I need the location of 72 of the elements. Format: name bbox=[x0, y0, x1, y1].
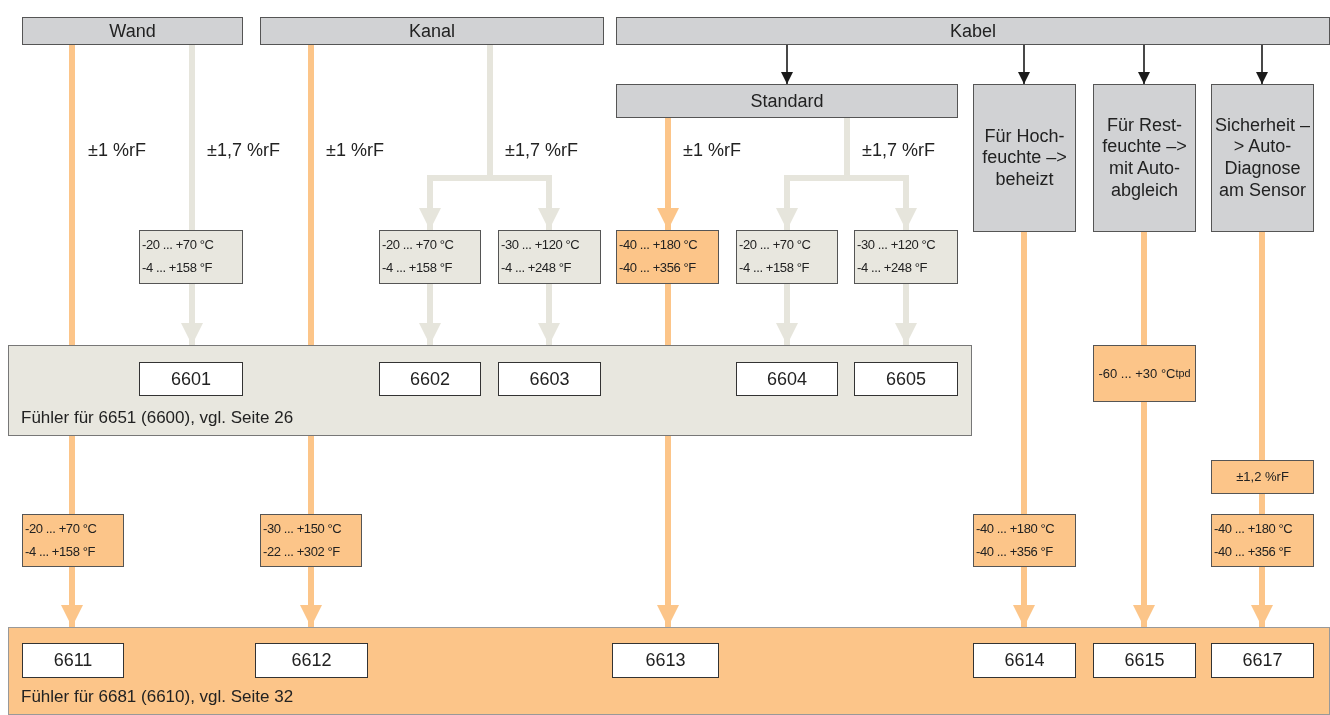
range-text: -40 ... +356 °F bbox=[976, 542, 1053, 561]
connector-arrow bbox=[1013, 567, 1035, 627]
range-text: -40 ... +180 °C bbox=[976, 519, 1055, 538]
edge-label: ±1,7 %rF bbox=[503, 140, 580, 161]
range-text: -4 ... +158 °F bbox=[382, 259, 453, 277]
connector-arrow bbox=[776, 284, 798, 345]
category-box: Standard bbox=[616, 84, 958, 118]
connector-arrow bbox=[1138, 44, 1150, 85]
connector-arrow bbox=[781, 44, 793, 85]
range-box bbox=[22, 514, 124, 567]
range-box bbox=[973, 514, 1076, 567]
connector-arrow bbox=[1018, 44, 1030, 85]
range-text: -20 ... +70 °C bbox=[25, 519, 97, 538]
range-text: -40 ... +356 °F bbox=[619, 259, 696, 277]
range-text: -4 ... +158 °F bbox=[25, 542, 96, 561]
category-box: Für Rest-feuchte –> mit Auto-abgleich bbox=[1093, 84, 1196, 232]
model-box: 6617 bbox=[1211, 643, 1314, 678]
connector-arrow bbox=[181, 284, 203, 345]
range-text: -20 ... +70 °C bbox=[142, 236, 214, 255]
model-box: 6614 bbox=[973, 643, 1076, 678]
model-box: 6604 bbox=[736, 362, 838, 396]
range-text: -4 ... +158 °F bbox=[739, 259, 810, 277]
range-box bbox=[616, 230, 719, 284]
range-text: -40 ... +180 °C bbox=[1214, 519, 1293, 538]
range-text: -20 ... +70 °C bbox=[739, 236, 811, 255]
range-box bbox=[854, 230, 958, 284]
connector-arrow bbox=[538, 284, 560, 345]
model-box: 6603 bbox=[498, 362, 601, 396]
group-caption: Fühler für 6681 (6610), vgl. Seite 32 bbox=[21, 687, 294, 707]
model-box: 6613 bbox=[612, 643, 719, 678]
category-box: Für Hoch-feuchte –> beheizt bbox=[973, 84, 1076, 232]
connector-arrow bbox=[419, 284, 441, 345]
connector-arrow bbox=[61, 567, 83, 627]
connector-arrow bbox=[300, 567, 322, 627]
range-text: -40 ... +180 °C bbox=[619, 236, 698, 255]
range-text: -4 ... +248 °F bbox=[857, 259, 928, 277]
connector-arrow bbox=[1256, 44, 1268, 85]
model-box: 6601 bbox=[139, 362, 243, 396]
model-box: 6612 bbox=[255, 643, 368, 678]
category-box: Kabel bbox=[616, 17, 1330, 45]
range-box bbox=[139, 230, 243, 284]
range-text: -30 ... +150 °C bbox=[263, 519, 342, 538]
model-box: 6611 bbox=[22, 643, 124, 678]
model-box: 6615 bbox=[1093, 643, 1196, 678]
range-text: -4 ... +158 °F bbox=[142, 259, 213, 277]
group-band bbox=[8, 627, 1330, 715]
connector-arrow bbox=[657, 436, 679, 627]
range-box bbox=[379, 230, 481, 284]
connector-arrow bbox=[1251, 567, 1273, 627]
range-text: -30 ... +120 °C bbox=[501, 236, 580, 255]
range-box bbox=[736, 230, 838, 284]
range-box bbox=[1211, 514, 1314, 567]
connector-arrow bbox=[895, 284, 917, 345]
group-band bbox=[8, 345, 972, 436]
model-box: 6602 bbox=[379, 362, 481, 396]
category-box: Wand bbox=[22, 17, 243, 45]
model-box: 6605 bbox=[854, 362, 958, 396]
range-text: -40 ... +356 °F bbox=[1214, 542, 1291, 561]
range-box bbox=[260, 514, 362, 567]
range-text: -30 ... +120 °C bbox=[857, 236, 936, 255]
connector-arrow bbox=[1133, 402, 1155, 627]
range-text: -20 ... +70 °C bbox=[382, 236, 454, 255]
edge-label: ±1,7 %rF bbox=[860, 140, 937, 161]
range-box bbox=[498, 230, 601, 284]
range-text: -22 ... +302 °F bbox=[263, 542, 340, 561]
connector-arrow bbox=[657, 118, 679, 230]
range-box: ±1,2 %rF bbox=[1211, 460, 1314, 494]
category-box: Kanal bbox=[260, 17, 604, 45]
group-caption: Fühler für 6651 (6600), vgl. Seite 26 bbox=[21, 408, 294, 428]
edge-label: ±1,7 %rF bbox=[205, 140, 282, 161]
range-text: -4 ... +248 °F bbox=[501, 259, 572, 277]
category-box: Sicherheit –> Auto-Diagnose am Sensor bbox=[1211, 84, 1314, 232]
